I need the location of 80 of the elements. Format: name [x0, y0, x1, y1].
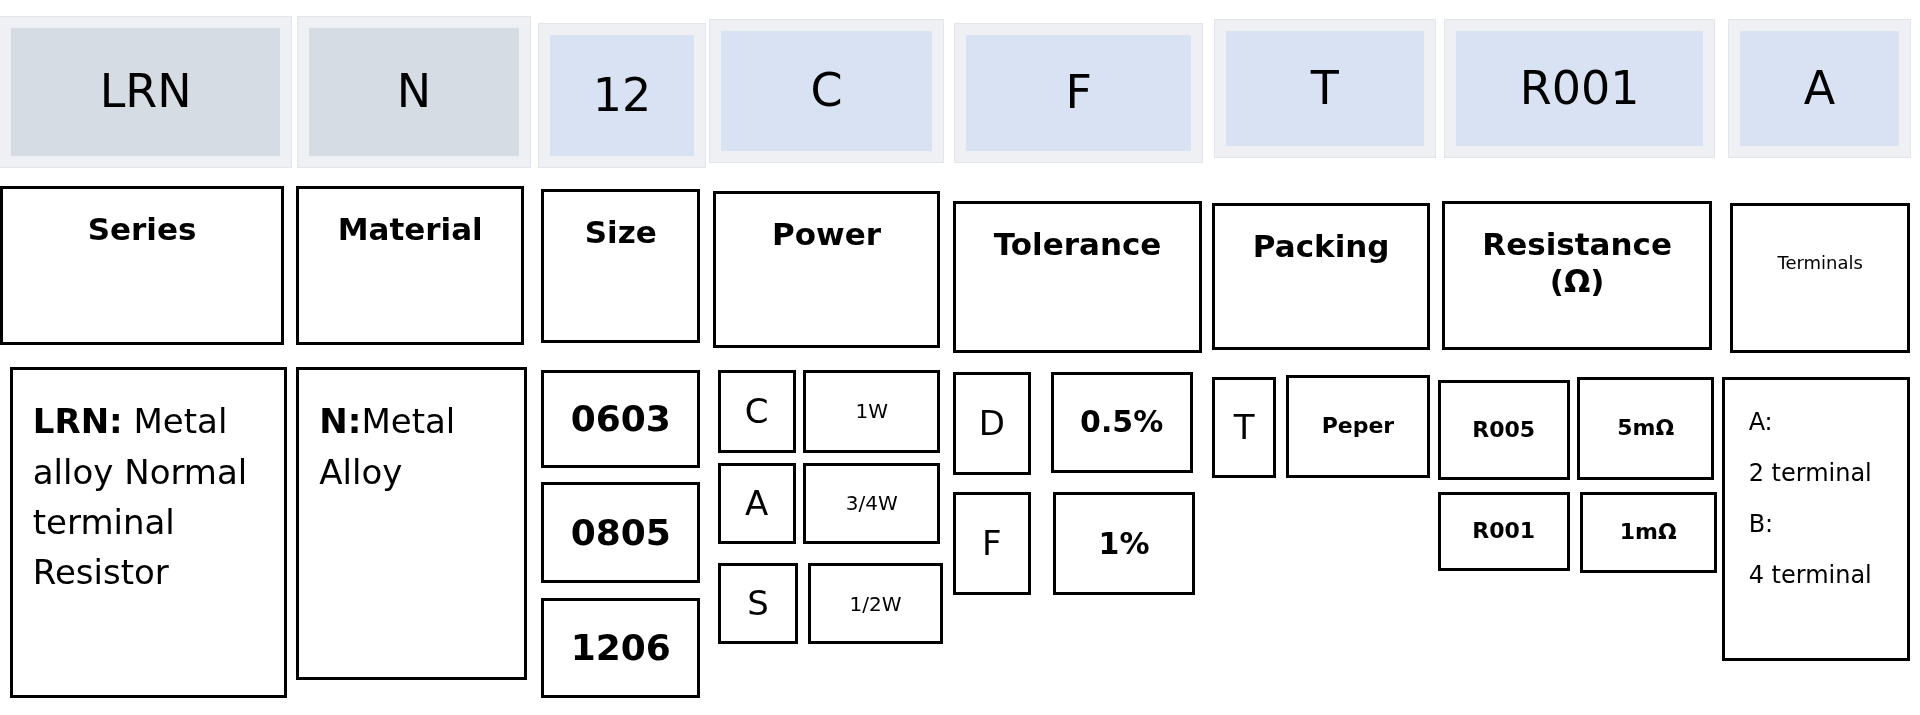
option-box [541, 482, 701, 583]
option-box [1579, 492, 1717, 574]
description-box [1721, 377, 1911, 662]
label-text: T [1310, 60, 1339, 116]
label-text: Resistance [1482, 225, 1672, 263]
option-box [1437, 492, 1570, 571]
label-text: 1% [1098, 525, 1150, 562]
label-text: Material [337, 211, 483, 249]
label-text: 1mΩ [1619, 519, 1677, 546]
option-box [717, 369, 796, 454]
label-text: 2 terminal [1748, 458, 1872, 488]
label-text: A: [1748, 408, 1773, 437]
label-text: 1W [855, 399, 889, 424]
label-text: 5mΩ [1617, 415, 1675, 442]
label-text: C [810, 63, 843, 119]
label-text: LRN [99, 64, 192, 120]
label-text: S [747, 583, 769, 625]
label-text: A [1803, 60, 1836, 116]
field-header-box [1442, 200, 1712, 351]
option-box [952, 372, 1031, 476]
label-text: R001 [1472, 518, 1536, 545]
field-header-box [712, 191, 941, 348]
label-text: 0.5% [1080, 404, 1164, 441]
field-header-box [541, 188, 701, 343]
description-box [9, 367, 287, 698]
label-text: Size [584, 213, 657, 251]
label-text: 1/2W [849, 591, 902, 616]
label-text: F [1065, 65, 1092, 121]
label-text: R005 [1472, 416, 1536, 443]
option-box [808, 563, 943, 645]
code-box [538, 24, 706, 167]
option-box [717, 462, 796, 544]
label-text: 0603 [570, 397, 671, 441]
option-box [1577, 377, 1715, 480]
option-box [1437, 379, 1570, 480]
option-box [952, 492, 1031, 596]
label-text: Series [87, 211, 197, 249]
option-box [1053, 492, 1196, 596]
field-header-box [952, 200, 1203, 353]
option-box [803, 369, 941, 454]
label-text: 0805 [570, 511, 671, 555]
label-text: B: [1748, 509, 1774, 539]
label-text: 3/4W [845, 491, 898, 516]
label-text: Peper [1321, 412, 1395, 440]
label-text: A [745, 482, 769, 524]
label-text: (Ω) [1549, 263, 1605, 301]
code-box [710, 19, 943, 162]
label-text: C [744, 391, 769, 432]
code-box [1444, 19, 1715, 157]
code-box [955, 24, 1203, 162]
option-box [1285, 374, 1431, 478]
field-header-box [1730, 203, 1911, 353]
code-box [1214, 19, 1436, 157]
code-box [297, 17, 531, 167]
option-box [803, 462, 941, 544]
label-text: N:Metal Alloy [319, 400, 457, 494]
code-box [1728, 19, 1911, 157]
option-box [1212, 377, 1276, 478]
label-text: F [982, 523, 1002, 565]
label-text: D [978, 403, 1005, 445]
field-header-box [0, 186, 285, 346]
label-text: Packing [1252, 228, 1390, 266]
label-text: 1206 [570, 626, 671, 670]
label-text: R001 [1519, 60, 1640, 116]
option-box [541, 597, 701, 698]
label-text: T [1233, 406, 1255, 448]
label-text: N [396, 64, 432, 120]
label-text: LRN: Metal alloy Normal terminal Resistor [32, 400, 249, 595]
field-header-box [296, 186, 525, 346]
label-text: 12 [592, 67, 652, 124]
option-box [1050, 372, 1193, 473]
label-text: 4 terminal [1748, 560, 1872, 590]
option-box [717, 563, 799, 645]
option-box [541, 369, 701, 468]
label-text: Terminals [1777, 252, 1863, 274]
code-box [0, 17, 292, 167]
field-header-box [1212, 203, 1431, 351]
description-box [296, 367, 527, 680]
label-text: Power [772, 216, 881, 254]
label-text: Tolerance [993, 225, 1162, 263]
